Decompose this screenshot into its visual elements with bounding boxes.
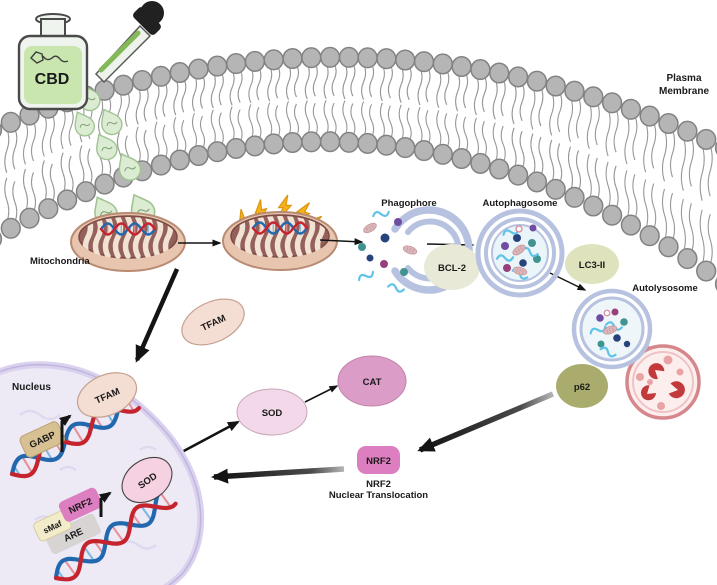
autophagosome-label: Autophagosome [483,198,558,209]
lc3-node [565,244,619,284]
process-arrows [178,238,587,455]
arrow-p62-to-nrf2 [417,391,555,453]
dropper-liquid [98,30,141,73]
phagophore-label: Phagophore [381,198,436,209]
cbd-droplet-icon [74,111,95,137]
tfam-free-node [181,298,245,346]
sod-free-label: SOD [262,408,283,419]
enzyme-icon [640,385,656,401]
bcl2-node [424,244,480,290]
nrf2-caption-line1: NRF2 [366,479,391,490]
p62-label: p62 [574,382,590,393]
cbd-molecule-icon [30,51,69,64]
mitochondria-label: Mitochondria [30,256,90,267]
nucleus-label: Nucleus [12,382,51,393]
plasma-membrane-label: Plasma Membrane [659,73,709,97]
arrow-nucleus-to-sod [179,420,240,455]
cbd-bottle: CBD [17,1,164,111]
sod-free-node [236,388,308,436]
lysosomal-enzymes [636,355,685,410]
sod-nucleus-node [121,456,173,504]
nrf2-nucleus-node [58,487,103,522]
tfam-transcription-site: GABP TFAM [19,372,138,458]
nuclear-dna [9,389,178,582]
bcl2-label: BCL-2 [438,263,466,274]
are-node [45,513,101,555]
transcription-arrow-tfam [59,414,72,452]
cat-label: CAT [363,377,382,388]
arrow-mito-to-nucleus-tfam [134,268,180,363]
enzyme-icon [648,363,665,380]
plasma-membrane [0,46,717,291]
phagophore-cargo [357,210,418,293]
autophagosome-cargo [495,224,541,280]
lysosome-inner-rim [632,351,694,413]
dropper-bulb [140,1,164,25]
transcription-arrow-sod [98,491,112,517]
autolysosome-cargo [589,308,631,358]
arrow-nrf2-to-nucleus [211,466,345,484]
tfam-nucleus-node [76,372,138,418]
mitochondrion-stressed [222,211,338,271]
cbd-label: CBD [35,71,70,88]
nrf2-box-node [357,446,400,474]
nucleus-envelope [0,364,202,585]
cbd-droplet-icon [101,108,123,136]
svg-text:Plasma: Plasma [666,73,701,84]
nrf2-caption-line2: Nuclear Translocation [329,490,428,501]
arrow-stressed-to-phagophore [319,238,364,246]
lc3-label: LC3-II [579,260,605,271]
enzyme-icon [668,381,685,399]
nrf2-box-label: NRF2 [366,456,391,467]
cbd-droplet-icon [118,152,142,181]
lysosome-body [625,344,701,420]
autolysosome-label: Autolysosome [632,283,697,294]
cbd-droplet-icon [96,133,118,161]
arrow-sod-to-cat [304,385,339,403]
svg-text:Membrane: Membrane [659,86,709,97]
mitochondrion-healthy [70,212,186,272]
cat-node [337,355,407,407]
nrf2-transcription-site: ARE sMaf NRF2 SOD [33,456,173,555]
p62-node [556,364,608,408]
